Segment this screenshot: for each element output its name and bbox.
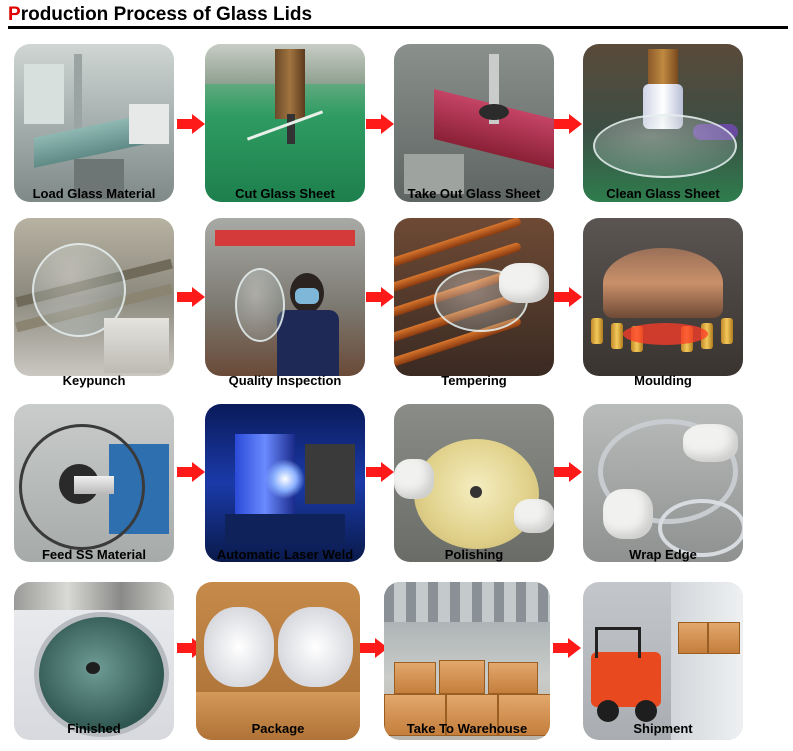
arrow-right-icon <box>554 287 582 307</box>
step-label: Load Glass Material <box>32 186 156 201</box>
page-title: Production Process of Glass Lids <box>8 4 312 26</box>
step-label: Moulding <box>634 373 692 388</box>
photo-quality-inspection <box>205 218 365 376</box>
arrow-right-icon <box>177 114 205 134</box>
arrow-right-icon <box>366 462 394 482</box>
arrow-right-icon <box>366 114 394 134</box>
photo-polishing <box>394 404 554 562</box>
arrow-right-icon <box>554 462 582 482</box>
step-label: Quality Inspection <box>228 373 342 388</box>
photo-keypunch <box>14 218 174 376</box>
photo-shipment <box>583 582 743 740</box>
title-underline <box>8 26 788 29</box>
title-first-letter: P <box>8 4 21 25</box>
arrow-right-icon <box>177 462 205 482</box>
photo-cut-glass-sheet <box>205 44 365 202</box>
photo-feed-ss-material <box>14 404 174 562</box>
arrow-right-icon <box>366 287 394 307</box>
photo-automatic-laser-weld <box>205 404 365 562</box>
photo-take-out-glass-sheet <box>394 44 554 202</box>
step-label: Cut Glass Sheet <box>235 186 335 201</box>
photo-finished <box>14 582 174 740</box>
step-label: Take To Warehouse <box>406 721 528 736</box>
photo-moulding <box>583 218 743 376</box>
step-label: Wrap Edge <box>629 547 697 562</box>
step-label: Clean Glass Sheet <box>606 186 720 201</box>
photo-load-glass-material <box>14 44 174 202</box>
step-label: Feed SS Material <box>41 547 147 562</box>
step-label: Take Out Glass Sheet <box>407 186 541 201</box>
step-label: Finished <box>67 721 121 736</box>
photo-tempering <box>394 218 554 376</box>
step-label: Tempering <box>441 373 507 388</box>
step-label: Automatic Laser Weld <box>216 547 354 562</box>
photo-package <box>196 582 360 740</box>
photo-wrap-edge <box>583 404 743 562</box>
arrow-right-icon <box>360 638 388 658</box>
arrow-right-icon <box>554 114 582 134</box>
arrow-right-icon <box>177 287 205 307</box>
step-label: Shipment <box>633 721 693 736</box>
title-rest: roduction Process of Glass Lids <box>20 4 313 25</box>
photo-take-to-warehouse <box>384 582 550 740</box>
step-label: Keypunch <box>62 373 126 388</box>
step-label: Polishing <box>444 547 504 562</box>
step-label: Package <box>251 721 305 736</box>
photo-clean-glass-sheet <box>583 44 743 202</box>
arrow-right-icon <box>553 638 581 658</box>
